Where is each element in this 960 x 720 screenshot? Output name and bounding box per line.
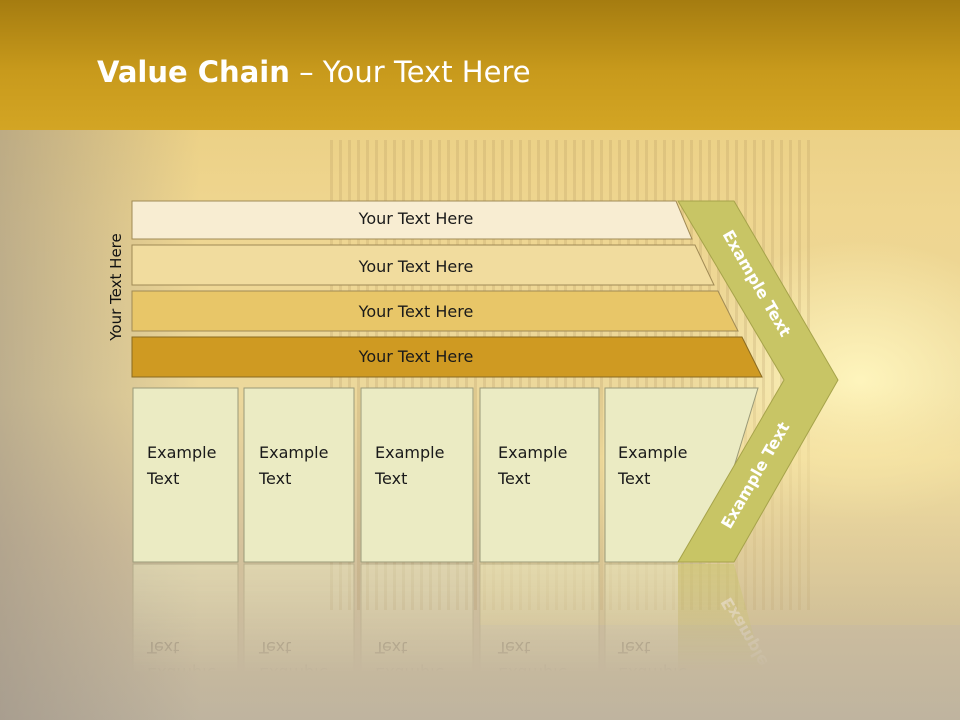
reflection-box-0-line2: Text — [146, 638, 179, 657]
reflection-chevron — [678, 564, 777, 720]
reflection-box-4-line1: Example — [618, 664, 687, 683]
reflection-box-2-line2: Text — [374, 638, 407, 657]
box-1-line2: Text — [258, 469, 291, 488]
reflection-box-2-line1: Example — [375, 664, 444, 683]
box-1-shape — [243, 387, 355, 563]
diagram-reflection: Example Text Example Text Example Text E… — [132, 563, 794, 720]
chevron-shape — [677, 200, 839, 563]
bar-2-label: Your Text Here — [358, 302, 474, 321]
bar-2: Your Text Here — [131, 290, 739, 332]
side-label: Your Text Here — [107, 233, 125, 341]
reflection-box-4-line2: Text — [617, 638, 650, 657]
bar-2-shape — [131, 290, 739, 332]
box-2-shape — [360, 387, 474, 563]
reflection-box-1-line1: Example — [259, 664, 328, 683]
reflection-box-3 — [479, 563, 600, 720]
box-0-shape — [132, 387, 239, 563]
box-0-line2: Text — [146, 469, 179, 488]
slide-title: Value Chain – Your Text Here — [97, 55, 531, 89]
bar-3: Your Text Here — [131, 336, 763, 378]
slide-title-rest: – Your Text Here — [289, 55, 531, 89]
bar-0-shape — [131, 200, 693, 240]
box-3-shape — [479, 387, 600, 563]
box-4-line2: Text — [617, 469, 650, 488]
bar-0: Your Text Here — [131, 200, 693, 240]
reflection-box-3-line2: Text — [497, 638, 530, 657]
slide-title-bold: Value Chain — [97, 55, 290, 89]
box-1-line1: Example — [259, 443, 328, 462]
bar-0-label: Your Text Here — [358, 209, 474, 228]
box-2: Example Text — [360, 387, 474, 563]
reflection-box-3-line1: Example — [498, 664, 567, 683]
reflection-box-0-line1: Example — [147, 664, 216, 683]
box-2-line1: Example — [375, 443, 444, 462]
box-3: Example Text — [479, 387, 600, 563]
box-0: Example Text — [132, 387, 239, 563]
reflection-box-1 — [243, 563, 355, 720]
reflection-box-2 — [360, 563, 474, 720]
title-bar — [0, 0, 960, 130]
reflection-box-1-line2: Text — [258, 638, 291, 657]
box-0-line1: Example — [147, 443, 216, 462]
box-3-line1: Example — [498, 443, 567, 462]
bar-1: Your Text Here — [131, 244, 715, 286]
bar-1-label: Your Text Here — [358, 257, 474, 276]
bar-3-shape — [131, 336, 763, 378]
box-1: Example Text — [243, 387, 355, 563]
box-2-line2: Text — [374, 469, 407, 488]
bar-1-shape — [131, 244, 715, 286]
bar-3-label: Your Text Here — [358, 347, 474, 366]
box-4-line1: Example — [618, 443, 687, 462]
box-3-line2: Text — [497, 469, 530, 488]
reflection-box-0 — [132, 563, 239, 720]
